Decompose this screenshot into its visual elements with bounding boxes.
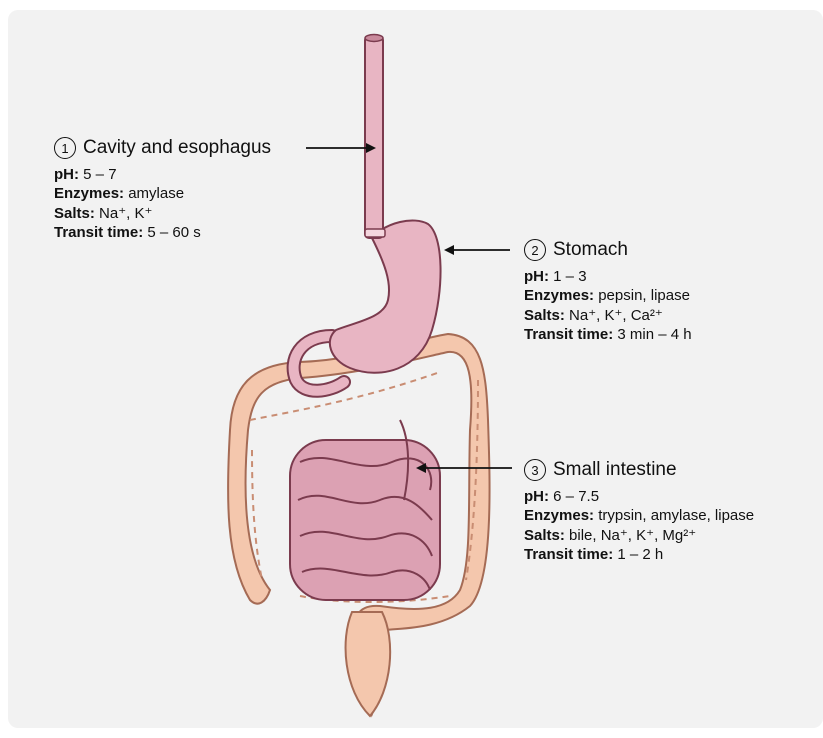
- region-heading: 3 Small intestine: [524, 458, 754, 483]
- region-cavity-esophagus: 1 Cavity and esophagus pH: 5 – 7 Enzymes…: [54, 136, 271, 243]
- salts-row: Salts: Na⁺, K⁺: [54, 204, 271, 224]
- esophagus: [365, 36, 383, 238]
- region-name: Cavity and esophagus: [83, 136, 271, 161]
- enzymes-label: Enzymes:: [54, 185, 124, 202]
- ph-row: pH: 6 – 7.5: [524, 487, 754, 507]
- region-name: Stomach: [553, 238, 628, 263]
- transit-value: 1 – 2 h: [617, 546, 663, 563]
- ph-value: 6 – 7.5: [553, 488, 599, 505]
- ph-row: pH: 1 – 3: [524, 267, 692, 287]
- enzymes-value: pepsin, lipase: [598, 287, 690, 304]
- ph-label: pH:: [54, 166, 79, 183]
- esophagus-opening: [365, 35, 383, 42]
- ph-value: 5 – 7: [83, 166, 116, 183]
- ph-value: 1 – 3: [553, 268, 586, 285]
- enzymes-row: Enzymes: trypsin, amylase, lipase: [524, 506, 754, 526]
- cardiac-sphincter: [365, 229, 385, 237]
- enzymes-label: Enzymes:: [524, 507, 594, 524]
- region-number-badge: 3: [524, 459, 546, 481]
- region-heading: 1 Cavity and esophagus: [54, 136, 271, 161]
- salts-row: Salts: bile, Na⁺, K⁺, Mg²⁺: [524, 526, 754, 546]
- salts-value: Na⁺, K⁺: [99, 205, 152, 222]
- region-name: Small intestine: [553, 458, 677, 483]
- enzymes-row: Enzymes: pepsin, lipase: [524, 286, 692, 306]
- ph-row: pH: 5 – 7: [54, 165, 271, 185]
- transit-label: Transit time:: [54, 224, 143, 241]
- region-heading: 2 Stomach: [524, 238, 692, 263]
- transit-value: 5 – 60 s: [147, 224, 200, 241]
- salts-label: Salts:: [54, 205, 95, 222]
- region-number-badge: 1: [54, 137, 76, 159]
- transit-value: 3 min – 4 h: [617, 326, 691, 343]
- transit-row: Transit time: 1 – 2 h: [524, 545, 754, 565]
- salts-label: Salts:: [524, 527, 565, 544]
- ph-label: pH:: [524, 268, 549, 285]
- transit-row: Transit time: 5 – 60 s: [54, 223, 271, 243]
- salts-value: Na⁺, K⁺, Ca²⁺: [569, 307, 663, 324]
- enzymes-label: Enzymes:: [524, 287, 594, 304]
- transit-row: Transit time: 3 min – 4 h: [524, 325, 692, 345]
- salts-row: Salts: Na⁺, K⁺, Ca²⁺: [524, 306, 692, 326]
- ph-label: pH:: [524, 488, 549, 505]
- region-number-badge: 2: [524, 239, 546, 261]
- enzymes-row: Enzymes: amylase: [54, 184, 271, 204]
- region-stomach: 2 Stomach pH: 1 – 3 Enzymes: pepsin, lip…: [524, 238, 692, 345]
- transit-label: Transit time:: [524, 546, 613, 563]
- salts-value: bile, Na⁺, K⁺, Mg²⁺: [569, 527, 696, 544]
- region-small-intestine: 3 Small intestine pH: 6 – 7.5 Enzymes: t…: [524, 458, 754, 565]
- enzymes-value: trypsin, amylase, lipase: [598, 507, 754, 524]
- rectum-tip: [346, 612, 391, 716]
- enzymes-value: amylase: [128, 185, 184, 202]
- salts-label: Salts:: [524, 307, 565, 324]
- transit-label: Transit time:: [524, 326, 613, 343]
